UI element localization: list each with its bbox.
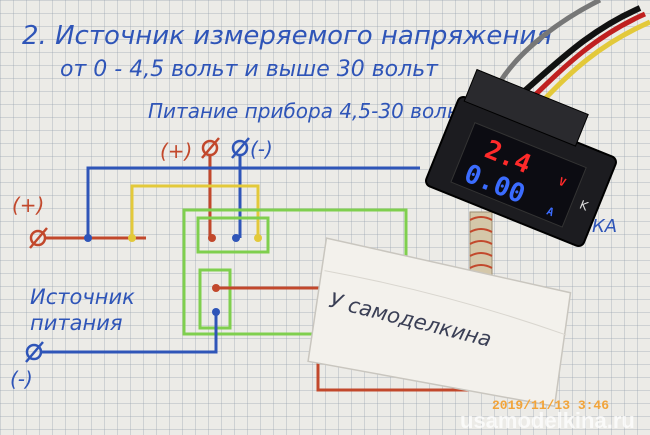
paper-note: У самоделкина — [307, 237, 572, 408]
junction-yellow — [128, 234, 136, 242]
meter-display — [450, 122, 587, 228]
watermark: usamodelkina.ru — [460, 408, 635, 433]
top-plus-terminal — [201, 137, 220, 159]
connector-pin-blue — [232, 234, 240, 242]
connector-pin-yellow — [254, 234, 262, 242]
blue-wire-bottom — [42, 312, 218, 354]
meter-lead-wires — [497, 0, 650, 106]
connector-pin-red — [208, 234, 216, 242]
left-minus-terminal — [25, 341, 44, 363]
power-label: Питание прибора 4,5-30 вольт — [148, 99, 472, 123]
voltmeter-ammeter: 2.4 0.00 V A K — [425, 68, 617, 248]
top-minus-terminal — [231, 137, 250, 159]
plus-left-label: (+) — [12, 193, 44, 217]
title-line-1: 2. Источник измеряемого напряжения — [22, 21, 552, 51]
minus-top-label: (-) — [250, 137, 273, 161]
left-plus-terminal — [29, 227, 48, 249]
source-label-line-1: Источник — [30, 285, 135, 309]
minus-left-label: (-) — [10, 367, 33, 391]
title-line-2: от 0 - 4,5 вольт и выше 30 вольт — [60, 57, 439, 82]
green-connector-top — [196, 216, 270, 254]
meter-unit-top: V — [557, 175, 568, 190]
source-label-line-2: питания — [30, 311, 123, 335]
blue-wire-outer — [86, 166, 420, 236]
plus-top-label: (+) — [160, 139, 192, 163]
junction-blue — [84, 234, 92, 242]
date-stamp: 2019/11/13 3:46 — [492, 398, 609, 413]
side-label: КА — [592, 216, 617, 237]
meter-unit-bottom: A — [545, 205, 556, 220]
